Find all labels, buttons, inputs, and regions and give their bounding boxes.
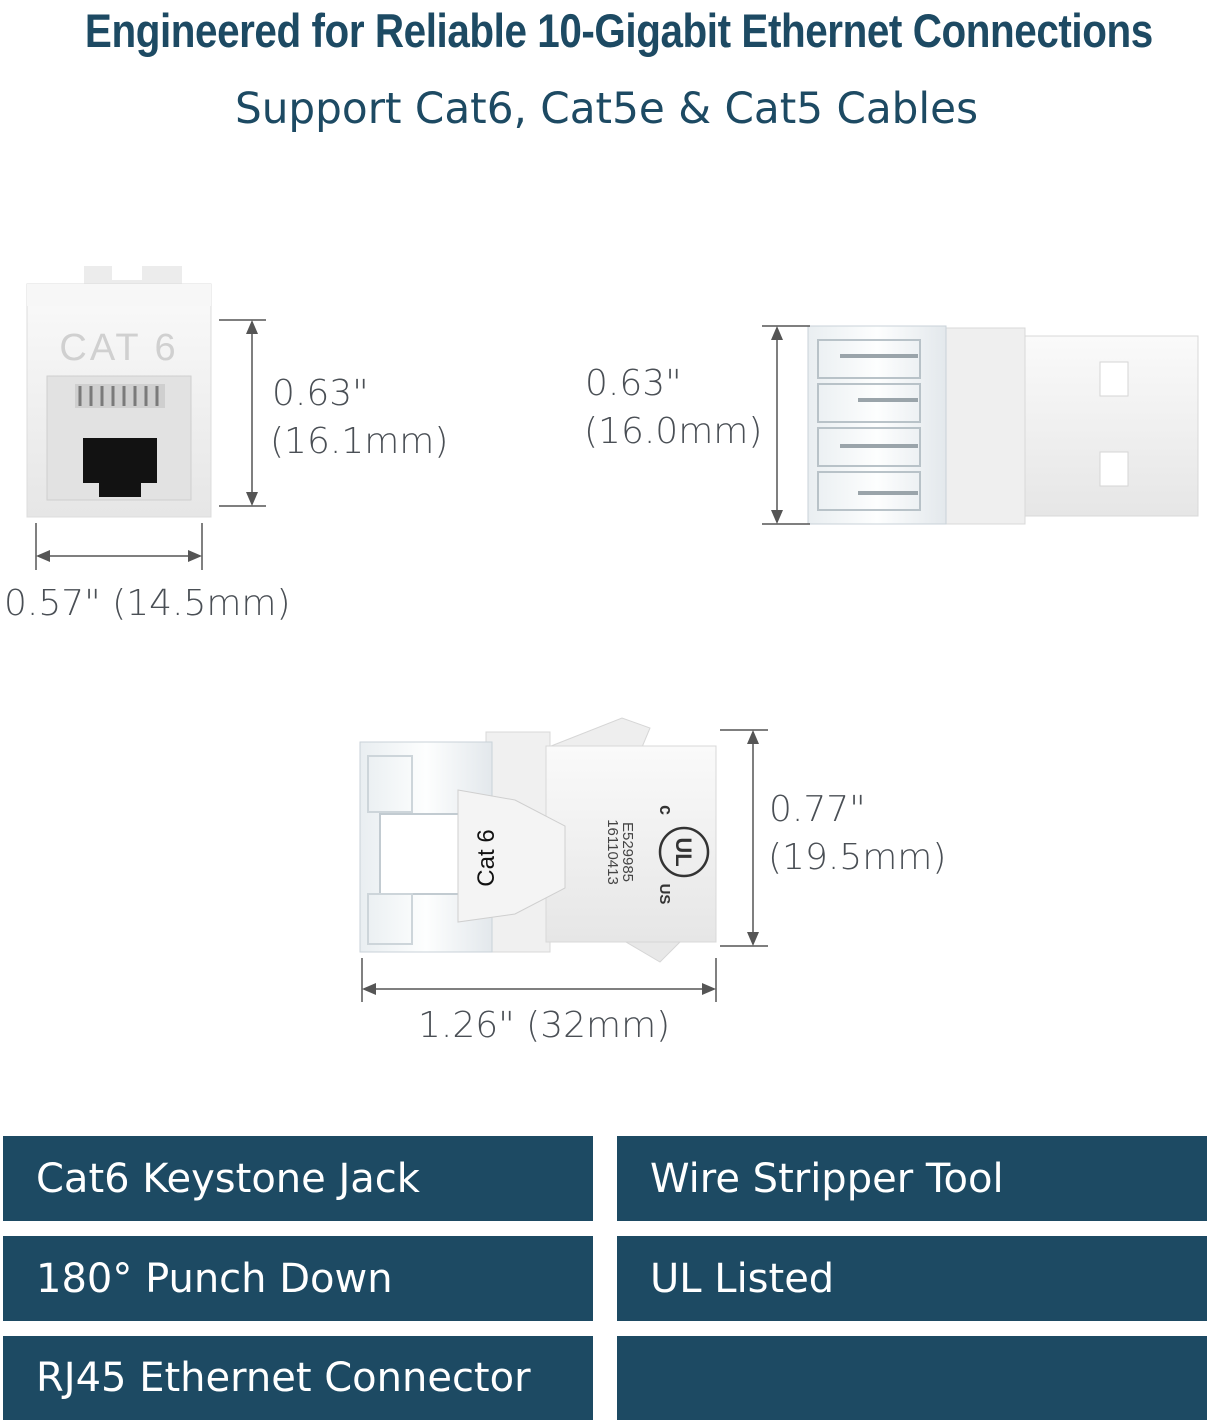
page-subtitle: Support Cat6, Cat5e & Cat5 Cables: [234, 84, 979, 134]
cert-code-1: E529985: [619, 822, 636, 882]
front-width: 0.57" (14.5mm): [4, 583, 291, 624]
side-height-mm: (16.0mm): [584, 411, 763, 452]
ul-mark-text: UL: [671, 837, 696, 866]
front-height-mm: (16.1mm): [270, 421, 449, 462]
feature-empty: [617, 1336, 1207, 1420]
page-title: Engineered for Reliable 10-Gigabit Ether…: [84, 4, 1153, 57]
side-clear-cap-contacts: [817, 339, 921, 511]
front-view-jack: CAT 6: [26, 266, 212, 518]
side-view-jack: [807, 325, 1199, 525]
ul-c-text: c: [656, 805, 676, 815]
top-height-mm: (19.5mm): [768, 837, 947, 878]
ul-listed-logo: UL c US: [656, 805, 710, 905]
top-height-in: 0.77": [769, 789, 866, 830]
feature-wire-stripper: Wire Stripper Tool: [617, 1136, 1207, 1221]
rj45-port-opening: [83, 438, 157, 497]
side-height-in: 0.63": [585, 363, 682, 404]
top-length: 1.26" (32mm): [418, 1005, 671, 1046]
feature-punch-down: 180° Punch Down: [3, 1236, 593, 1321]
top-view-jack: Cat 6 E529985 16110413 UL c US: [359, 717, 717, 963]
cert-code-2: 16110413: [604, 819, 621, 885]
side-dimension-lines: [762, 325, 810, 525]
feature-keystone-jack: Cat6 Keystone Jack: [3, 1136, 593, 1221]
ul-us-text: US: [656, 884, 673, 905]
front-dimension-lines: [35, 319, 266, 570]
jack-contact-pins: [75, 384, 165, 408]
top-cat6-label: Cat 6: [473, 829, 500, 886]
feature-rj45-connector: RJ45 Ethernet Connector: [3, 1336, 593, 1420]
front-height-in: 0.63": [272, 373, 369, 414]
jack-cat6-label: CAT 6: [59, 327, 178, 369]
feature-ul-listed: UL Listed: [617, 1236, 1207, 1321]
top-dimension-lines: [361, 729, 768, 1002]
